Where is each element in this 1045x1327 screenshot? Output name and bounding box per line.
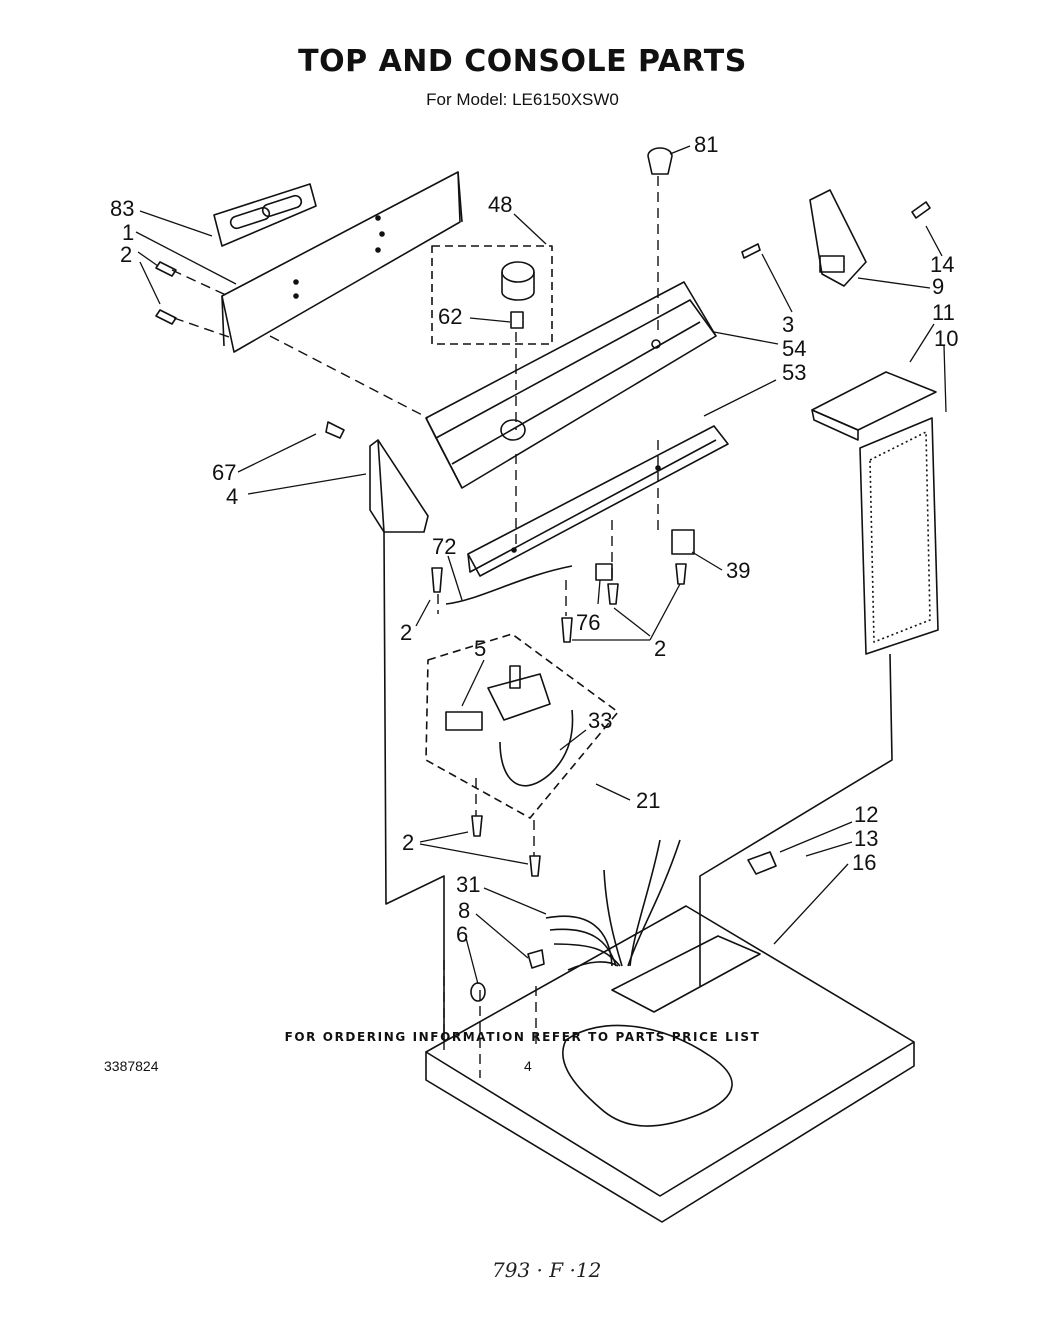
callout-label: 3 bbox=[782, 312, 794, 337]
callout-label: 8 bbox=[458, 898, 470, 923]
washer-part bbox=[470, 982, 486, 1002]
ground-wire-part bbox=[445, 565, 573, 605]
cabinet-outline bbox=[383, 531, 445, 1040]
callout-label: 5 bbox=[474, 636, 486, 661]
page-title: TOP AND CONSOLE PARTS bbox=[298, 44, 747, 79]
lint-cover-part bbox=[811, 371, 937, 441]
lint-screen-part bbox=[859, 417, 939, 655]
callout-label: 2 bbox=[654, 636, 666, 661]
cover-plate-part bbox=[213, 183, 317, 247]
console-part bbox=[425, 281, 717, 489]
top-panel-part bbox=[425, 905, 915, 1223]
switch-part bbox=[595, 563, 613, 581]
callout-label: 21 bbox=[636, 788, 660, 813]
terminal-block-part bbox=[671, 529, 695, 555]
callout-label: 11 bbox=[932, 300, 955, 325]
door-switch-part bbox=[747, 851, 777, 875]
side-trim-part bbox=[809, 189, 867, 287]
document-number: 3387824 bbox=[104, 1058, 159, 1074]
end-cap-part bbox=[369, 439, 429, 533]
callout-label: 31 bbox=[456, 872, 480, 897]
callout-labels: 81 83 1 2 48 62 14 3 9 54 11 10 53 67 4 … bbox=[110, 132, 958, 947]
assembly-guide-lines bbox=[171, 176, 659, 1078]
callout-label: 53 bbox=[782, 360, 806, 385]
callout-label: 10 bbox=[934, 326, 958, 351]
knob-part bbox=[647, 147, 673, 175]
callout-label: 83 bbox=[110, 196, 134, 221]
callout-label: 14 bbox=[930, 252, 954, 277]
callout-label: 81 bbox=[694, 132, 718, 157]
callout-label: 2 bbox=[402, 830, 414, 855]
timer-assembly-part bbox=[425, 633, 619, 819]
handwritten-note: 793 · F ·12 bbox=[492, 1258, 602, 1282]
callout-label: 16 bbox=[852, 850, 876, 875]
callout-label: 1 bbox=[122, 220, 134, 245]
screw-parts bbox=[155, 201, 931, 877]
timer-knob-part bbox=[431, 245, 553, 345]
callout-label: 39 bbox=[726, 558, 750, 583]
callout-label: 48 bbox=[488, 192, 512, 217]
callout-label: 13 bbox=[854, 826, 878, 851]
callout-label: 76 bbox=[576, 610, 600, 635]
callout-label: 62 bbox=[438, 304, 462, 329]
callout-label: 72 bbox=[432, 534, 456, 559]
callout-label: 6 bbox=[456, 922, 468, 947]
duct-outline bbox=[699, 653, 893, 986]
ordering-note: FOR ORDERING INFORMATION REFER TO PARTS … bbox=[284, 1030, 761, 1044]
callout-label: 67 bbox=[212, 460, 236, 485]
callout-label: 2 bbox=[400, 620, 412, 645]
callout-label: 33 bbox=[588, 708, 612, 733]
callout-label: 2 bbox=[120, 242, 132, 267]
connector-part bbox=[527, 949, 545, 969]
callout-label: 12 bbox=[854, 802, 878, 827]
callout-leaders bbox=[135, 145, 947, 985]
wiring-harness-part bbox=[545, 839, 681, 971]
rear-bracket-part bbox=[221, 171, 463, 353]
callout-label: 9 bbox=[932, 274, 944, 299]
page-number: 4 bbox=[524, 1058, 532, 1074]
callout-label: 54 bbox=[782, 336, 806, 361]
callout-label: 4 bbox=[226, 484, 238, 509]
rear-panel-part bbox=[467, 425, 729, 577]
clip-part bbox=[325, 421, 345, 439]
model-subtitle: For Model: LE6150XSW0 bbox=[426, 90, 619, 109]
